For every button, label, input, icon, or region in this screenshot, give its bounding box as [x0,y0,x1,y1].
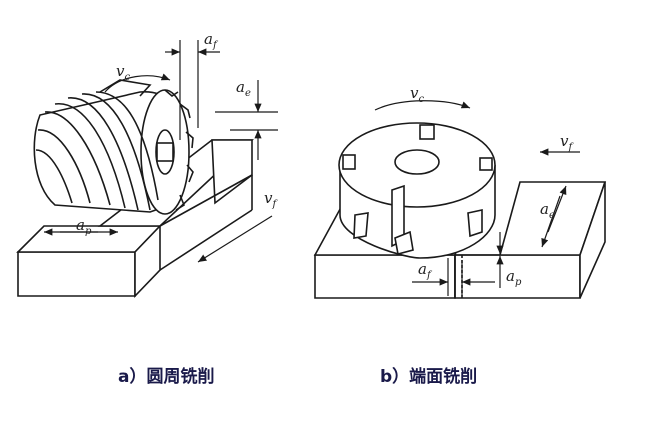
left-label-vc: vc [116,62,130,83]
peripheral-milling-figure [16,40,278,298]
right-caption: b）端面铣削 [380,366,477,387]
left-label-af: af [204,30,219,51]
right-label-ap: ap [506,267,522,288]
face-milling-figure [313,100,607,299]
left-af-dimension [165,40,220,140]
left-labels: vc af ae vf ap [76,30,278,237]
left-label-ap: ap [76,216,92,237]
left-helical-cutter [33,79,194,215]
right-label-vf: vf [560,132,574,153]
left-vf-arrow [197,215,273,263]
left-ae-dimension [215,80,278,160]
right-vc-arrow [374,100,471,111]
left-caption: a）圆周铣削 [118,366,214,387]
right-labels: vc vf ae af ap [410,84,574,288]
right-ae-dimension [541,185,567,248]
left-label-vf: vf [264,189,278,210]
right-af-dimension [412,258,495,296]
right-label-af: af [418,260,433,281]
left-vc-arrow [104,73,171,93]
right-face-mill [338,122,496,259]
left-label-ae: ae [236,78,251,99]
left-workpiece [16,139,255,298]
right-label-ae: ae [540,200,555,221]
right-label-vc: vc [410,84,424,105]
